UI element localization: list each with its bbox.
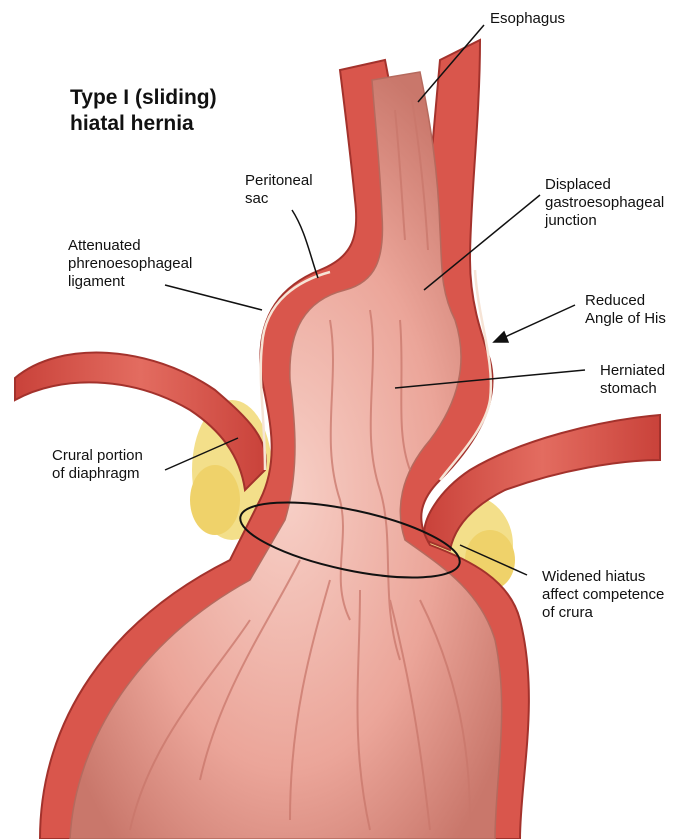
label-herniated-stomach-line-1: Herniated [600,362,665,380]
label-widened-hiatus-line-3: of crura [542,604,664,622]
label-phrenoesophageal-ligament: Attenuated phrenoesophageal ligament [68,237,192,291]
label-widened-hiatus-line-1: Widened hiatus [542,568,664,586]
label-peritoneal-sac-line-1: Peritoneal [245,172,313,190]
label-widened-hiatus: Widened hiatus affect competence of crur… [542,568,664,622]
angle-of-his-arrowhead [494,332,508,342]
label-herniated-stomach-line-2: stomach [600,380,665,398]
label-phrenoesophageal-line-3: ligament [68,273,192,291]
label-displaced-ge-junction: Displaced gastroesophageal junction [545,176,664,230]
diagram-title-line-1: Type I (sliding) [70,86,217,110]
label-displaced-ge-junction-line-3: junction [545,212,664,230]
label-angle-of-his-line-2: Angle of His [585,310,666,328]
leader-peritoneal-sac [292,210,318,278]
label-phrenoesophageal-line-2: phrenoesophageal [68,255,192,273]
label-esophagus-line-1: Esophagus [490,10,565,28]
label-displaced-ge-junction-line-2: gastroesophageal [545,194,664,212]
label-esophagus: Esophagus [490,10,565,28]
label-peritoneal-sac-line-2: sac [245,190,313,208]
diagram-title-line-2: hiatal hernia [70,112,194,136]
label-widened-hiatus-line-2: affect competence [542,586,664,604]
label-crural-portion-line-2: of diaphragm [52,465,143,483]
label-crural-portion: Crural portion of diaphragm [52,447,143,483]
label-peritoneal-sac: Peritoneal sac [245,172,313,208]
label-crural-portion-line-1: Crural portion [52,447,143,465]
label-phrenoesophageal-line-1: Attenuated [68,237,192,255]
label-displaced-ge-junction-line-1: Displaced [545,176,664,194]
label-angle-of-his: Reduced Angle of His [585,292,666,328]
label-angle-of-his-line-1: Reduced [585,292,666,310]
label-herniated-stomach: Herniated stomach [600,362,665,398]
